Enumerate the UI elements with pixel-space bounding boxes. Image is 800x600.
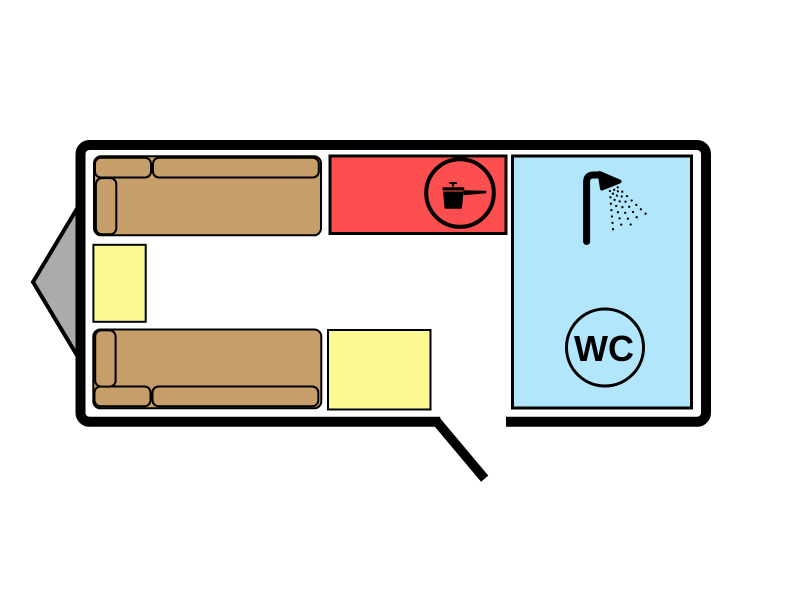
svg-text:WC: WC — [574, 328, 634, 369]
